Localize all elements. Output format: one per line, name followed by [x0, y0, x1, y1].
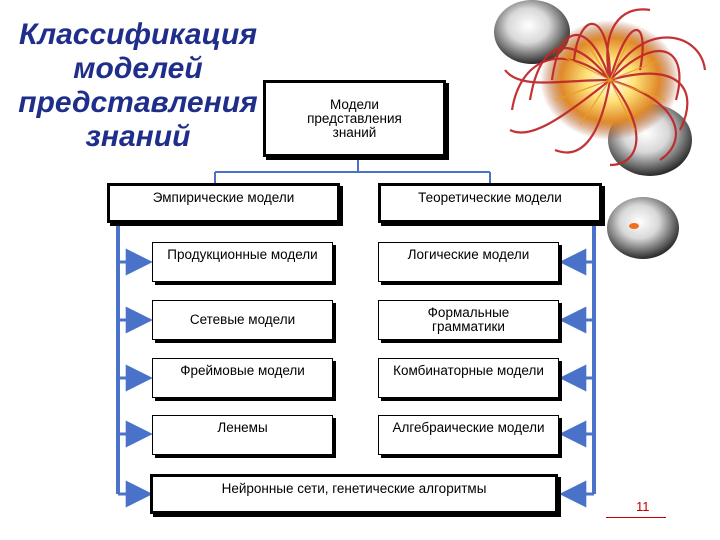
left-arrow-rail	[116, 224, 153, 508]
theoretical-item: Логические модели	[378, 242, 559, 282]
empirical-item: Фреймовые модели	[152, 358, 333, 398]
empirical-item: Продукционные модели	[152, 242, 333, 282]
root-line-3: знаний	[332, 124, 377, 140]
root-connector	[214, 157, 491, 184]
page-number-underline	[606, 517, 666, 518]
root-node: Модели представления знаний	[263, 80, 446, 157]
right-arrow-rail	[559, 224, 596, 508]
theoretical-item-label: Формальные грамматики	[427, 305, 510, 334]
theoretical-header: Теоретические модели	[378, 183, 602, 223]
root-line-1: Модели	[330, 96, 379, 112]
empirical-item-label: Продукционные модели	[167, 247, 318, 262]
empirical-item-label: Фреймовые модели	[180, 363, 305, 378]
theoretical-item: Алгебраические модели	[378, 415, 559, 455]
empirical-item-label: Ленемы	[217, 420, 268, 435]
theoretical-item-label: Алгебраические модели	[392, 420, 545, 435]
title-line-4: знаний	[85, 120, 191, 153]
theoretical-item: Формальные грамматики	[378, 300, 559, 340]
slide-title: Классификация моделей представления знан…	[2, 18, 274, 154]
theoretical-item-label: Логические модели	[407, 247, 530, 262]
root-line-2: представления	[307, 110, 402, 126]
empirical-item: Сетевые модели	[152, 300, 333, 340]
theoretical-item-label: Комбинаторные модели	[393, 363, 544, 378]
empirical-header: Эмпирические модели	[107, 183, 340, 223]
empirical-item-label: Сетевые модели	[189, 312, 296, 327]
bottom-node-label: Нейронные сети, генетические алгоритмы	[221, 481, 487, 496]
empirical-header-label: Эмпирические модели	[152, 190, 295, 205]
title-line-2: моделей	[73, 52, 203, 85]
theoretical-item: Комбинаторные модели	[378, 358, 559, 398]
sphere-with-red-wires-icon	[494, 0, 707, 176]
page-number: 11	[636, 499, 650, 514]
theoretical-header-label: Теоретические модели	[418, 190, 562, 205]
title-line-1: Классификация	[19, 18, 257, 51]
empirical-item: Ленемы	[152, 415, 333, 455]
small-gray-sphere-icon	[607, 197, 679, 259]
bottom-node: Нейронные сети, генетические алгоритмы	[150, 474, 558, 514]
title-line-3: представления	[18, 86, 258, 119]
